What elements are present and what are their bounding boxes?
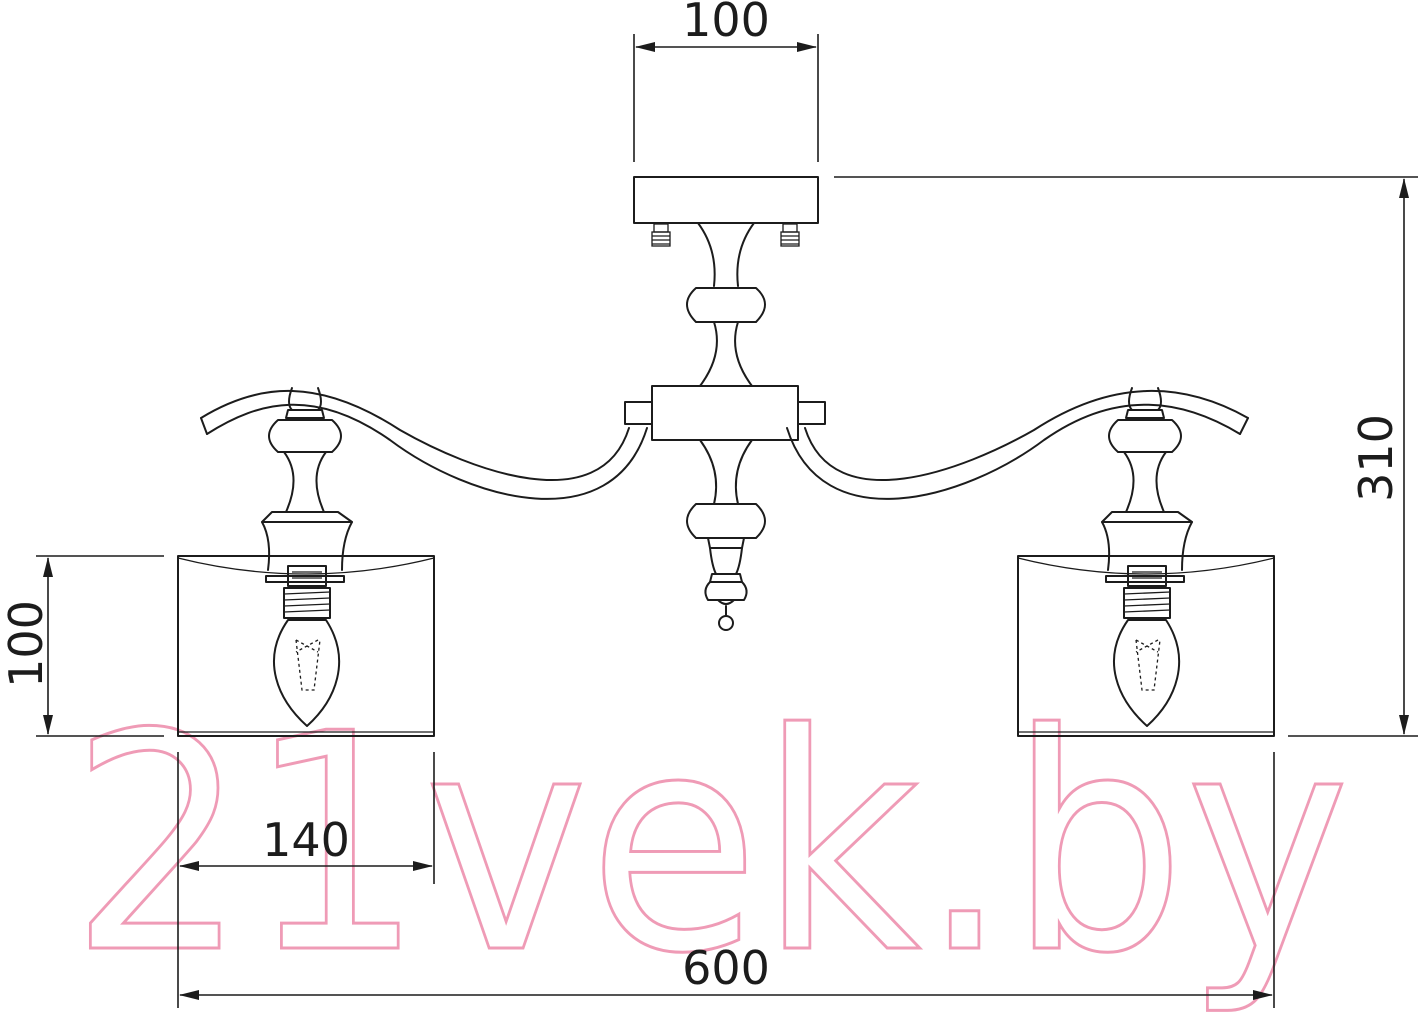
watermark: 21vek.by (70, 670, 1350, 1016)
dimension-label-total-height: 310 (1349, 414, 1403, 502)
right-arm (786, 390, 1249, 500)
left-arm (200, 389, 648, 500)
dimension-canopy-width: 100 (633, 0, 819, 162)
right-candle-holder (1101, 387, 1193, 583)
dimension-label-total-width: 600 (682, 941, 770, 995)
left-candle-holder (261, 387, 353, 583)
dimension-label-shade-width: 140 (262, 813, 350, 867)
dimension-total-height: 310 (834, 176, 1418, 737)
canopy-screw-left (651, 223, 671, 247)
canopy-screw-right (780, 223, 800, 247)
dimension-total-width: 600 (179, 752, 1275, 1008)
dimension-shade-height: 100 (0, 555, 164, 737)
dimension-label-shade-height: 100 (0, 600, 53, 688)
right-shade (1017, 555, 1275, 737)
dimension-label-canopy-width: 100 (682, 0, 770, 47)
right-bulb (1113, 565, 1181, 727)
dimension-shade-width: 140 (177, 752, 435, 1008)
left-bulb (273, 565, 341, 727)
central-column (624, 176, 826, 631)
left-shade (177, 555, 435, 737)
